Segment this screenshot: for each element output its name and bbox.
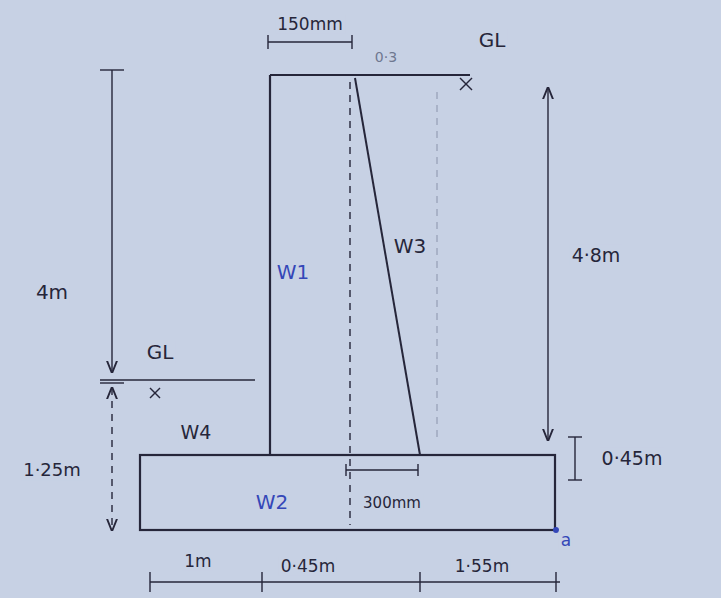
centre-line [349,82,350,525]
dimension-line [111,70,112,372]
ground-mark [150,388,160,398]
ground-level-label: GL [145,341,176,363]
dimension-tick [568,479,582,480]
dimension-tick [417,464,418,476]
dimension-text: 1m [182,552,213,571]
dimension-text: 150mm [275,15,345,34]
ground-mark [150,388,160,398]
dimension-text: 4m [34,281,70,303]
dimension-tick [351,35,352,49]
dimension-tick [100,69,124,70]
dimension-tick [555,572,556,592]
dimension-tick [419,572,420,592]
dimension-tick [345,464,346,476]
dimension-tick [100,382,124,383]
base-slab [140,455,555,530]
dimension-tick [568,436,582,437]
dimension-text: 0·3 [373,50,399,65]
ground-level-line [100,379,255,381]
weight-label: W4 [179,422,214,443]
dimension-text: 0·45m [600,448,665,469]
dimension-tick [267,35,268,49]
dimension-line [547,88,548,440]
dimension-line [346,469,418,470]
dimension-tick [149,572,150,592]
dimension-tick [261,572,262,592]
section-line [437,92,438,442]
stem-front-face [269,75,271,455]
ground-mark [460,78,472,90]
weight-label: W3 [392,235,429,257]
dimension-text: 300mm [361,495,423,512]
dimension-text: 1·25m [21,460,83,480]
dimension-line [111,388,112,530]
dimension-line [150,581,560,582]
stem-back-face [355,78,420,455]
weight-label: W2 [254,491,291,513]
point-label: a [559,531,573,550]
dimension-text: 1·55m [453,557,511,576]
weight-label: W1 [275,261,312,283]
dimension-text: 0·45m [279,557,337,576]
dimension-line [268,41,352,42]
ground-level-label: GL [477,29,508,51]
ground-mark [460,78,472,90]
dimension-line [574,437,575,480]
top-ground-line [270,74,470,76]
dimension-text: 4·8m [570,245,623,266]
